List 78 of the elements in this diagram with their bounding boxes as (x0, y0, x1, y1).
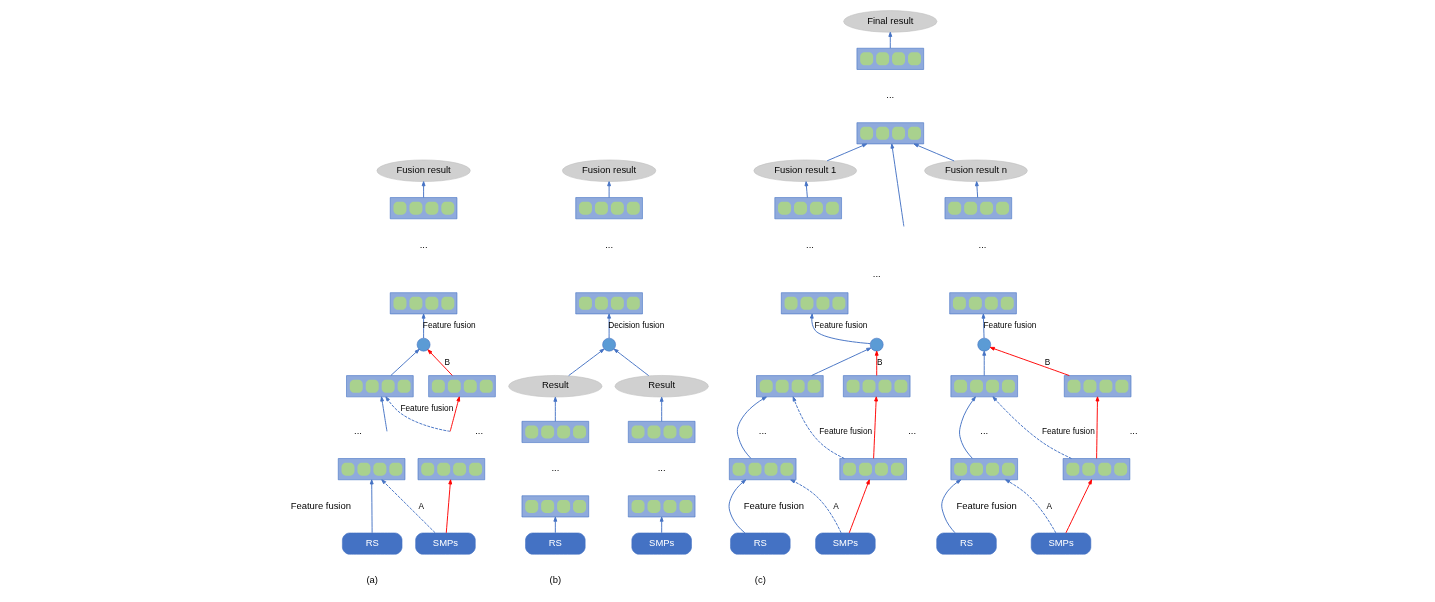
label: ... (419, 238, 428, 250)
arrow (913, 143, 955, 162)
label: ... (758, 425, 767, 437)
arrow (385, 396, 451, 432)
arrow (369, 479, 374, 534)
arrow (613, 348, 650, 377)
node-circle (602, 337, 616, 352)
arrow (1005, 479, 1057, 534)
node-box: SMPs (631, 532, 692, 555)
node-box: SMPs (1030, 532, 1092, 555)
arrow (890, 143, 905, 227)
label: Feature fusion (956, 499, 1017, 511)
label: ... (806, 238, 814, 250)
label: ... (980, 425, 989, 437)
node-ellipse: Fusion result 1 (753, 159, 857, 182)
node-box: RS (525, 532, 586, 555)
arrow (941, 479, 962, 534)
node-ellipse: Fusion result n (924, 159, 1028, 182)
arrow (888, 31, 893, 49)
arrow (974, 181, 979, 198)
label: ... (978, 238, 987, 250)
label: Feature fusion (743, 499, 805, 511)
node-ellipse: Fusion result (376, 159, 471, 182)
arrow (959, 396, 976, 459)
label: ... (657, 462, 666, 474)
arrow (790, 479, 842, 534)
arrow (553, 396, 558, 422)
arrow (736, 396, 767, 459)
label: ... (872, 267, 881, 279)
node-box: RS (936, 532, 997, 555)
arrow (982, 350, 987, 376)
label: ... (551, 462, 560, 474)
label: ... (475, 425, 484, 437)
label: ... (354, 425, 362, 437)
arrow (873, 396, 878, 459)
arrow (381, 479, 436, 534)
arrow (568, 348, 605, 377)
node-circle (869, 337, 884, 352)
arrow (826, 143, 868, 162)
arrow (553, 516, 558, 534)
label: ... (1129, 425, 1138, 437)
node-circle (977, 337, 991, 352)
arrow (728, 479, 747, 534)
arrow (874, 350, 879, 376)
label: ... (605, 238, 614, 250)
arrow (449, 396, 461, 432)
arrow (659, 516, 664, 534)
arrow (848, 479, 870, 534)
label: ... (908, 425, 917, 437)
node-ellipse: Fusion result (562, 159, 657, 182)
label: (a) (366, 574, 378, 586)
node-box: RS (342, 532, 403, 555)
arrow (809, 313, 871, 345)
arrow (607, 181, 611, 198)
arrow (427, 349, 453, 376)
arrow (981, 313, 986, 339)
arrow (992, 396, 1072, 459)
arrow (792, 396, 845, 459)
arrow (1065, 479, 1093, 534)
label: Feature fusion (290, 499, 351, 511)
node-box: SMPs (815, 532, 876, 555)
node-ellipse: Final result (843, 10, 938, 33)
arrow (659, 396, 664, 422)
label: (b) (549, 574, 562, 586)
node-box: SMPs (415, 532, 476, 555)
arrow (804, 181, 809, 198)
label: (c) (754, 574, 766, 586)
arrow (445, 479, 453, 534)
arrow (811, 347, 872, 377)
arrow (390, 348, 420, 376)
arrow (1095, 396, 1100, 459)
label: ... (886, 89, 895, 101)
arrow (421, 181, 426, 198)
node-box: RS (730, 532, 791, 555)
node-ellipse: Result (508, 375, 603, 398)
arrow (989, 346, 1070, 377)
arrow (380, 396, 390, 432)
node-ellipse: Result (614, 375, 709, 398)
